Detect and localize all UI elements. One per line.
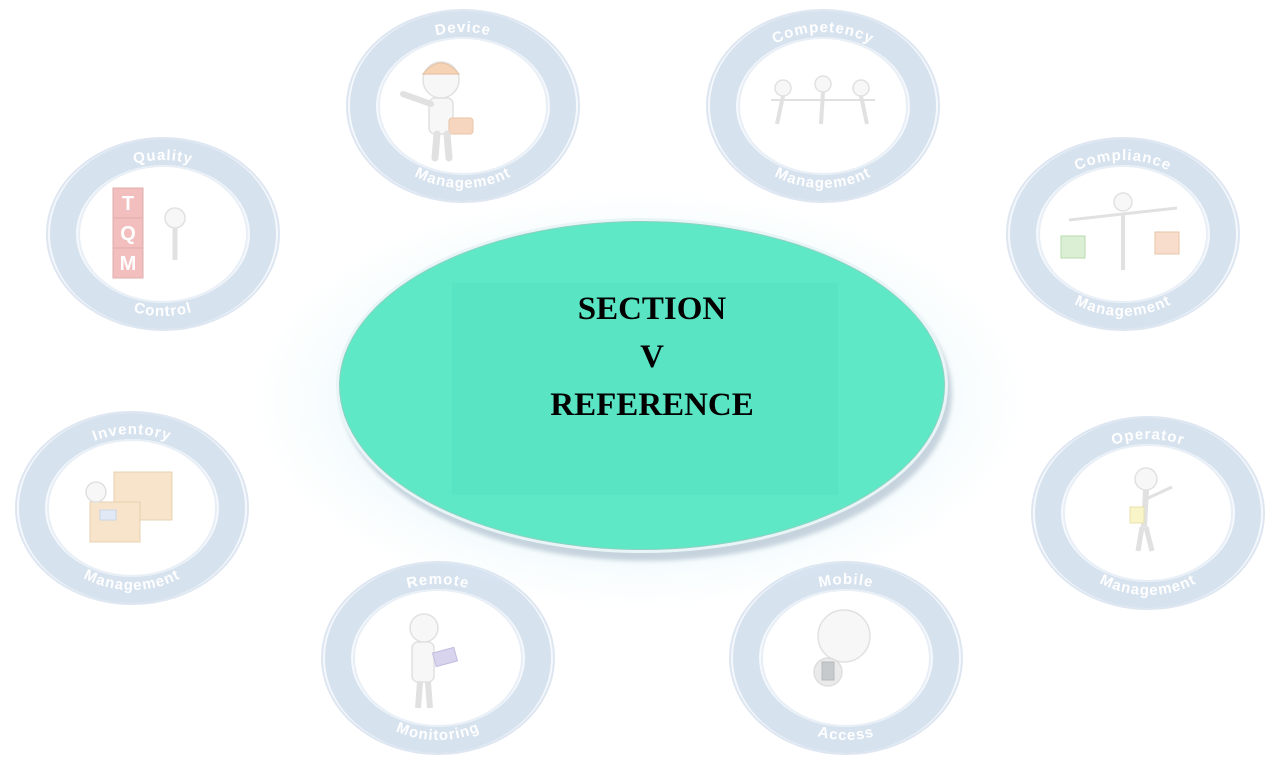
badge-quality-control: T Q M Quality Control bbox=[45, 136, 281, 332]
person-with-tablet-icon bbox=[409, 613, 459, 709]
badge-operator-management: Operator Management bbox=[1030, 415, 1266, 611]
tqm-letter-t: T bbox=[122, 193, 134, 215]
badge-bottom-label: Control bbox=[132, 299, 193, 320]
center-text-box bbox=[452, 283, 838, 495]
badge-compliance-management: Compliance Management bbox=[1005, 136, 1241, 332]
tqm-letter-q: Q bbox=[120, 223, 136, 245]
tqm-letter-m: M bbox=[120, 253, 137, 275]
badge-top-label: Quality bbox=[132, 147, 195, 168]
center-ellipse bbox=[336, 218, 948, 553]
person-with-hardhat-icon bbox=[400, 61, 474, 162]
badge-top-label: Device bbox=[433, 19, 492, 39]
badge-remote-monitoring: Remote Monitoring bbox=[320, 560, 556, 756]
section-title-line-3: REFERENCE bbox=[550, 387, 754, 423]
badge-top-label: Operator bbox=[1109, 426, 1187, 449]
balance-scale-icon bbox=[1060, 192, 1180, 270]
badge-bottom-label: Access bbox=[816, 723, 876, 744]
section-title-line-1: SECTION bbox=[577, 291, 727, 327]
badge-inventory-management: Inventory Management bbox=[14, 410, 250, 606]
tqm-blocks-icon: T Q M bbox=[112, 187, 186, 279]
badge-device-management: Device Management bbox=[345, 8, 581, 204]
boxes-icon bbox=[85, 471, 173, 543]
section-title: SECTION V REFERENCE bbox=[452, 283, 852, 429]
badge-competency-management: Competency Management bbox=[705, 8, 941, 204]
person-with-phone-icon bbox=[813, 609, 871, 687]
person-with-pointer-icon bbox=[1129, 467, 1173, 552]
badge-top-label: Inventory bbox=[90, 421, 174, 445]
people-pulling-rope-icon bbox=[771, 75, 875, 125]
section-title-line-2: V bbox=[640, 339, 664, 375]
